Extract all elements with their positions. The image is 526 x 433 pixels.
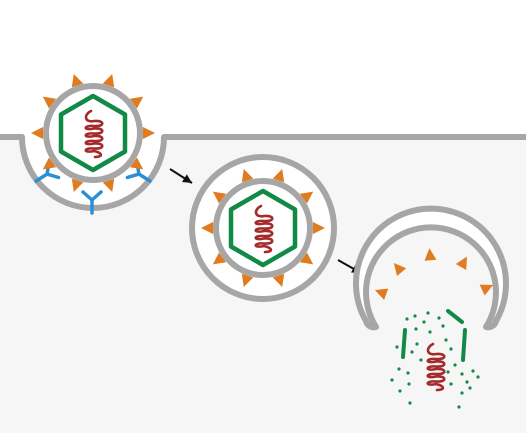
spike-protein-icon — [143, 127, 155, 139]
capsid-particle — [419, 358, 423, 362]
capsid-fragment — [401, 328, 407, 359]
capsid-icon — [58, 93, 128, 173]
capsid-particle — [398, 389, 402, 393]
spike-protein-icon — [393, 263, 407, 276]
capsid-particle — [397, 367, 401, 371]
stage-attachment — [31, 74, 155, 215]
spike-protein-icon — [212, 252, 227, 265]
capsid-particle — [395, 345, 399, 349]
genome-coil-icon — [426, 342, 446, 392]
capsid-fragment — [461, 328, 467, 362]
capsid-particle — [413, 314, 417, 318]
capsid-particle — [422, 320, 426, 324]
spike-protein-icon — [42, 157, 57, 170]
spike-protein-icon — [212, 191, 227, 204]
capsid-fragment — [446, 309, 464, 324]
stage-endocytic-vesicle — [189, 154, 337, 302]
receptor-arm — [81, 190, 94, 202]
capsid-particle — [457, 405, 461, 409]
capsid-fragments — [401, 309, 467, 362]
capsid-particle — [426, 311, 430, 315]
spike-protein-icon — [374, 288, 389, 300]
spike-protein-icon — [71, 178, 84, 192]
capsid-particle — [465, 380, 469, 384]
capsid-particle — [414, 327, 418, 331]
spike-protein-icon — [31, 127, 43, 139]
capsid-particle — [449, 347, 453, 351]
capsid-particle — [444, 338, 448, 342]
spike-protein-icon — [479, 284, 493, 296]
capsid-particle — [446, 370, 450, 374]
genome-coil-icon — [84, 109, 104, 159]
spike-protein-icon — [241, 169, 254, 183]
capsid-particle — [460, 372, 464, 376]
capsid-particle — [410, 350, 414, 354]
capsid-particle — [390, 378, 394, 382]
open-vesicle-membrane — [353, 205, 509, 331]
capsid-particle — [460, 391, 464, 395]
spike-protein-icon — [272, 273, 285, 287]
genome-coil-icon — [254, 204, 274, 254]
capsid-particle — [408, 401, 412, 405]
capsid-particle — [453, 363, 457, 367]
arrow-head — [182, 174, 192, 183]
spike-protein-icon — [313, 222, 325, 234]
spike-protein-icon — [71, 74, 84, 88]
spike-protein-icon — [299, 191, 314, 204]
spike-protein-icon — [424, 248, 437, 261]
spike-protein-icon — [201, 222, 213, 234]
released-particles — [390, 311, 480, 409]
genome-coil-icon — [426, 342, 446, 392]
capsid-particle — [428, 330, 432, 334]
spike-protein-icon — [102, 178, 115, 192]
capsid-particle — [415, 342, 419, 346]
capsid-icon — [228, 188, 298, 268]
spike-protein-icon — [129, 157, 144, 170]
spike-protein-icon — [455, 256, 467, 270]
capsid-particle — [441, 324, 445, 328]
spike-protein-group — [374, 248, 493, 300]
capsid-particle — [406, 371, 410, 375]
capsid-particle — [405, 317, 409, 321]
stage-uncoating — [353, 205, 509, 409]
spike-protein-icon — [129, 96, 144, 109]
spike-protein-icon — [241, 273, 254, 287]
receptor-arm — [45, 172, 61, 180]
receptor-icon — [81, 190, 103, 215]
receptor-arm — [90, 190, 103, 202]
capsid-particle — [407, 382, 411, 386]
virion-attached — [31, 74, 155, 192]
capsid-particle — [471, 369, 475, 373]
receptor-stem — [137, 172, 152, 183]
spike-protein-icon — [102, 74, 115, 88]
virion-in-vesicle — [201, 169, 325, 287]
capsid-particle — [437, 316, 441, 320]
receptor-stem — [34, 172, 49, 183]
capsid-particle — [468, 386, 472, 390]
spike-protein-icon — [299, 252, 314, 265]
capsid-particle — [476, 375, 480, 379]
receptor-arm — [125, 172, 141, 180]
capsid-particle — [449, 382, 453, 386]
spike-protein-icon — [272, 169, 285, 183]
spike-protein-icon — [42, 96, 57, 109]
arrow-icon — [169, 168, 193, 184]
